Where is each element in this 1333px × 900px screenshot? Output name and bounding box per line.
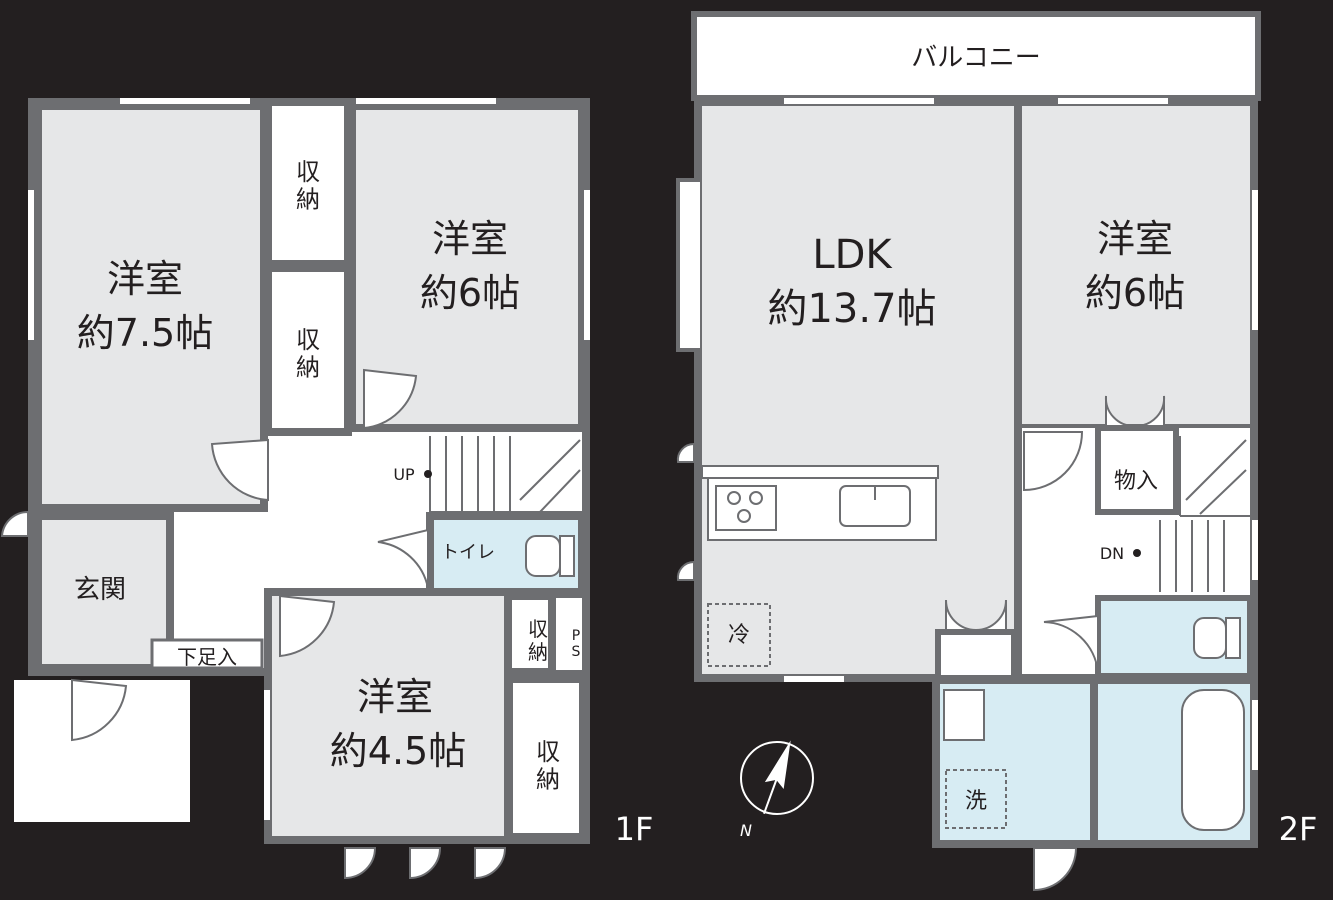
kitchen-counter-top bbox=[701, 465, 939, 479]
windows-2f bbox=[784, 98, 1258, 770]
room-ldk bbox=[702, 106, 1014, 674]
compass-icon bbox=[740, 740, 814, 815]
balcony bbox=[691, 11, 1261, 101]
storage-2-label: 収納 bbox=[296, 326, 320, 382]
fridge-space bbox=[707, 603, 771, 667]
bay-window bbox=[676, 178, 704, 352]
stairs-2f bbox=[1159, 436, 1250, 592]
text-line: 収 bbox=[528, 617, 548, 641]
storage-4-box bbox=[507, 677, 585, 839]
western-6-1f-size: 約6帖 bbox=[420, 271, 520, 315]
text-line: 収 bbox=[296, 326, 320, 354]
text-line: 納 bbox=[528, 640, 548, 664]
washer-space bbox=[945, 769, 1007, 829]
storage-3-text: 収納 bbox=[528, 617, 548, 664]
closet-label: 物入 bbox=[1114, 469, 1158, 494]
balcony-label: バルコニー bbox=[911, 43, 1040, 73]
shoe-box-label: 下足入 bbox=[177, 645, 237, 669]
entrance-label: 玄関 bbox=[74, 575, 126, 605]
closet-box bbox=[1095, 425, 1179, 515]
stairs-up-dot-icon bbox=[424, 470, 432, 478]
bathtub-icon bbox=[1181, 689, 1245, 831]
western-4-5-name: 洋室 bbox=[357, 675, 433, 719]
floor-1-label: 1F bbox=[615, 810, 654, 848]
room-western-6-2f bbox=[1022, 106, 1250, 424]
ldk-size: 約13.7帖 bbox=[767, 286, 936, 332]
floor-2-label: 2F bbox=[1279, 810, 1318, 848]
shoe-box bbox=[150, 638, 264, 670]
western-4-5-size: 約4.5帖 bbox=[330, 729, 466, 773]
room-western-6-1f bbox=[348, 102, 586, 432]
storage-2-text: 収納 bbox=[296, 326, 320, 382]
sink-icon bbox=[839, 485, 911, 527]
storage-1-label: 収納 bbox=[296, 158, 320, 214]
storage-3-label: 収納 bbox=[528, 617, 548, 664]
stairs-down-dot-icon bbox=[1133, 549, 1141, 557]
storage-3-inner bbox=[508, 596, 552, 672]
fridge-label: 冷 bbox=[728, 623, 750, 648]
room-entrance bbox=[34, 512, 174, 672]
toilet-1f-label: トイレ bbox=[441, 542, 495, 563]
toilet-bowl-2f-icon bbox=[1193, 617, 1227, 659]
door-swings-2f bbox=[676, 395, 1166, 892]
text-line: 納 bbox=[296, 354, 320, 382]
ps-box bbox=[556, 598, 582, 670]
text-line: 納 bbox=[536, 766, 560, 794]
toilet-bowl-1f-icon bbox=[525, 535, 561, 577]
storage-1-text: 収納 bbox=[296, 158, 320, 214]
text-line: S bbox=[572, 644, 581, 660]
ldk-alcove bbox=[935, 629, 1017, 681]
toilet-tank-1f-icon bbox=[559, 535, 575, 577]
western-6-2f-size: 約6帖 bbox=[1085, 271, 1185, 315]
windows-1f bbox=[28, 98, 590, 820]
washer-label: 洗 bbox=[965, 789, 987, 814]
text-line: 収 bbox=[296, 158, 320, 186]
vanity-icon bbox=[943, 689, 985, 741]
storage-4-text: 収納 bbox=[536, 738, 560, 794]
text-line: 収 bbox=[536, 738, 560, 766]
storage-4-label: 収納 bbox=[536, 738, 560, 794]
stove-icon bbox=[715, 485, 777, 531]
floor-1 bbox=[0, 98, 590, 880]
stairs-up-label: UP bbox=[393, 465, 415, 484]
compass-north-label: N bbox=[740, 821, 752, 840]
ldk-name: LDK bbox=[812, 232, 893, 278]
text-line: 納 bbox=[296, 186, 320, 214]
western-7-5-name: 洋室 bbox=[107, 257, 183, 301]
compass-needle-icon bbox=[763, 740, 791, 815]
western-7-5-size: 約7.5帖 bbox=[77, 311, 213, 355]
stairs-down-label: DN bbox=[1100, 544, 1124, 563]
western-6-2f-name: 洋室 bbox=[1097, 217, 1173, 261]
door-swings-1f bbox=[0, 368, 507, 880]
toilet-tank-2f-icon bbox=[1225, 617, 1241, 659]
text-line: P bbox=[572, 628, 580, 644]
floor-2 bbox=[676, 11, 1261, 892]
room-western-7-5 bbox=[34, 102, 268, 512]
western-6-1f-name: 洋室 bbox=[432, 217, 508, 261]
